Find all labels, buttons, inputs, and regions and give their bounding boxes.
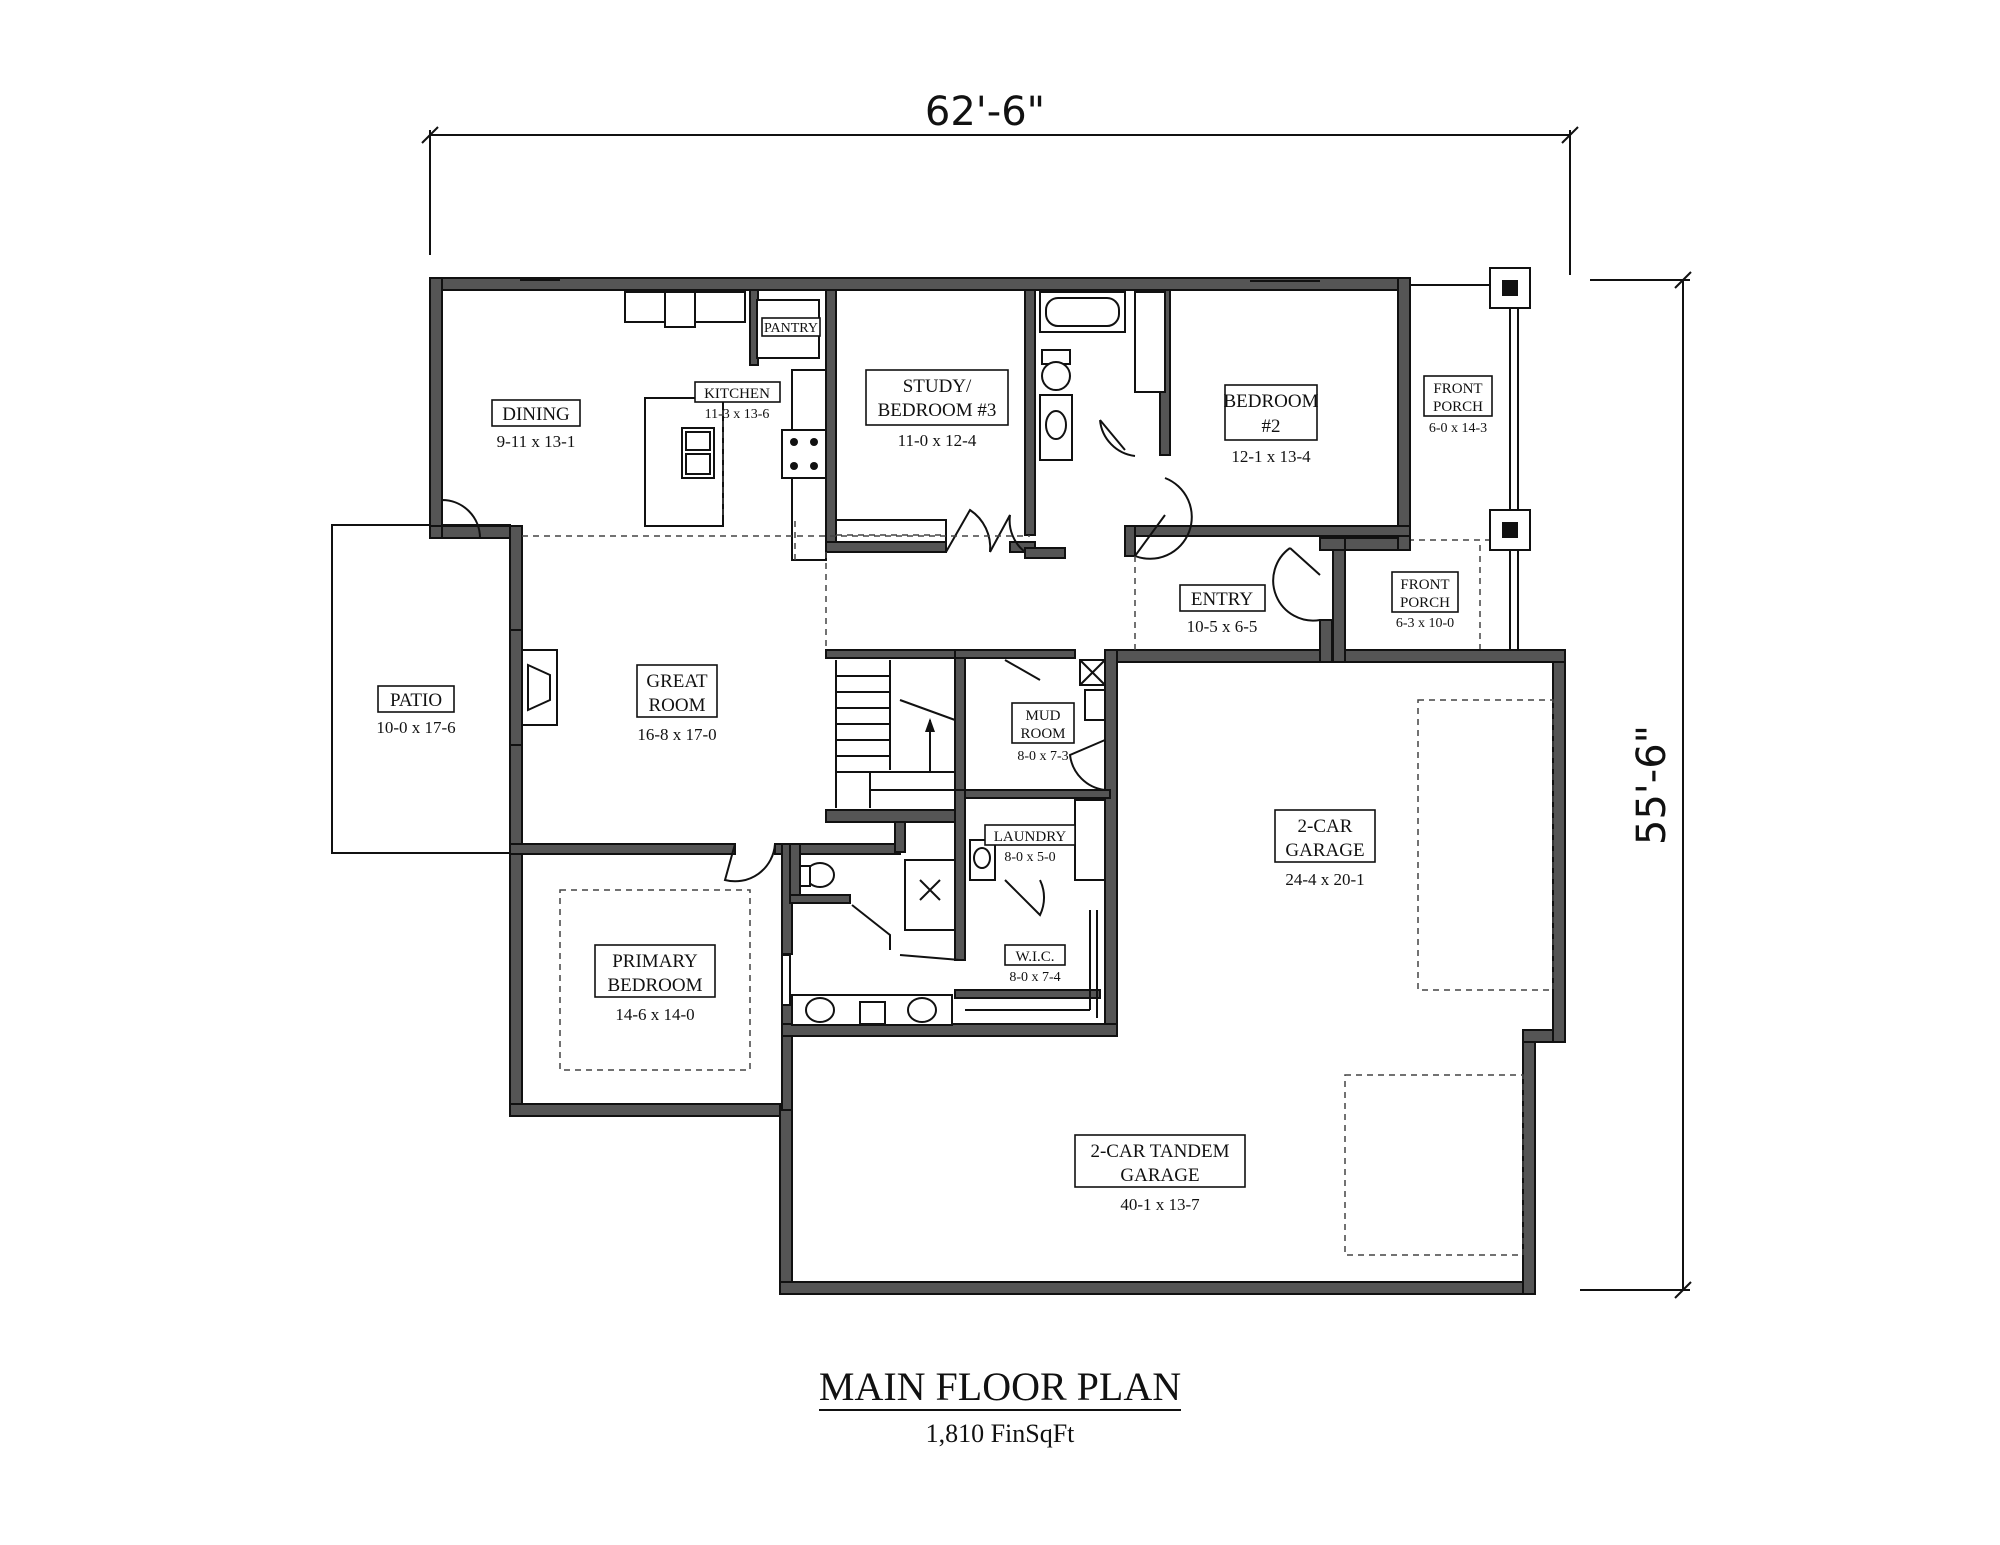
svg-text:#2: #2	[1262, 416, 1281, 437]
svg-text:10-0 x 17-6: 10-0 x 17-6	[376, 718, 455, 737]
svg-text:KITCHEN: KITCHEN	[704, 386, 770, 402]
room-front-porch-2: FRONT PORCH 6-3 x 10-0	[1391, 571, 1459, 631]
svg-text:2-CAR TANDEM: 2-CAR TANDEM	[1090, 1141, 1229, 1162]
room-tandem-garage: 2-CAR TANDEM GARAGE 40-1 x 13-7	[1074, 1134, 1246, 1214]
room-bedroom-2: BEDROOM #2 12-1 x 13-4	[1223, 384, 1319, 466]
plan-subtitle: 1,810 FinSqFt	[925, 1419, 1075, 1448]
room-patio: PATIO 10-0 x 17-6	[376, 685, 456, 737]
depth-dimension: 55'-6"	[1580, 271, 1692, 1299]
room-entry: ENTRY 10-5 x 6-5	[1179, 584, 1266, 636]
svg-text:BEDROOM: BEDROOM	[607, 975, 702, 996]
svg-text:FRONT: FRONT	[1433, 381, 1482, 397]
fixtures	[521, 291, 1166, 1026]
svg-text:BEDROOM #3: BEDROOM #3	[878, 400, 997, 421]
room-wic: W.I.C. 8-0 x 7-4	[1004, 944, 1066, 985]
svg-text:12-1 x 13-4: 12-1 x 13-4	[1231, 447, 1311, 466]
room-laundry: LAUNDRY 8-0 x 5-0	[984, 824, 1076, 865]
svg-text:9-11 x 13-1: 9-11 x 13-1	[497, 432, 576, 451]
stairs	[835, 660, 956, 808]
room-mud-room: MUD ROOM 8-0 x 7-3	[1011, 702, 1075, 764]
svg-text:PRIMARY: PRIMARY	[612, 951, 698, 972]
svg-text:PANTRY: PANTRY	[764, 321, 818, 336]
svg-text:BEDROOM: BEDROOM	[1223, 391, 1318, 412]
svg-text:14-6 x 14-0: 14-6 x 14-0	[615, 1005, 694, 1024]
svg-text:PORCH: PORCH	[1433, 399, 1483, 415]
svg-text:24-4 x 20-1: 24-4 x 20-1	[1285, 870, 1364, 889]
room-great-room: GREAT ROOM 16-8 x 17-0	[636, 664, 718, 744]
doors	[441, 419, 1321, 961]
svg-text:ROOM: ROOM	[648, 695, 705, 716]
svg-text:GARAGE: GARAGE	[1120, 1165, 1199, 1186]
width-dimension: 62'-6"	[421, 89, 1579, 275]
room-pantry: PANTRY	[761, 317, 821, 337]
svg-text:STUDY/: STUDY/	[903, 376, 972, 397]
svg-text:DINING: DINING	[502, 404, 570, 425]
room-primary-bedroom: PRIMARY BEDROOM 14-6 x 14-0	[594, 944, 716, 1024]
svg-text:FRONT: FRONT	[1400, 577, 1449, 593]
svg-text:6-0 x 14-3: 6-0 x 14-3	[1429, 421, 1487, 436]
svg-text:40-1 x 13-7: 40-1 x 13-7	[1120, 1195, 1200, 1214]
svg-text:6-3 x 10-0: 6-3 x 10-0	[1396, 616, 1454, 631]
width-dimension-label: 62'-6"	[925, 89, 1045, 135]
svg-text:W.I.C.: W.I.C.	[1015, 949, 1054, 965]
room-kitchen: KITCHEN 11-3 x 13-6	[694, 381, 781, 422]
svg-text:PORCH: PORCH	[1400, 595, 1450, 611]
depth-dimension-label: 55'-6"	[1629, 725, 1675, 845]
svg-text:LAUNDRY: LAUNDRY	[994, 829, 1067, 845]
svg-text:MUD: MUD	[1025, 708, 1060, 724]
room-dining: DINING 9-11 x 13-1	[491, 399, 581, 451]
svg-text:16-8 x 17-0: 16-8 x 17-0	[637, 725, 716, 744]
svg-text:GARAGE: GARAGE	[1285, 840, 1364, 861]
plan-title-block: MAIN FLOOR PLAN 1,810 FinSqFt	[700, 1365, 1300, 1449]
room-front-porch-1: FRONT PORCH 6-0 x 14-3	[1423, 375, 1493, 436]
svg-text:PATIO: PATIO	[390, 690, 442, 711]
svg-text:11-0 x 12-4: 11-0 x 12-4	[898, 431, 977, 450]
plan-title: MAIN FLOOR PLAN	[818, 1364, 1182, 1411]
interior-walls	[509, 289, 1411, 1111]
svg-text:2-CAR: 2-CAR	[1298, 816, 1353, 837]
windows	[520, 279, 1320, 282]
svg-text:11-3 x 13-6: 11-3 x 13-6	[705, 407, 770, 422]
svg-text:ENTRY: ENTRY	[1191, 589, 1254, 610]
svg-text:8-0 x 7-3: 8-0 x 7-3	[1017, 749, 1068, 764]
svg-text:8-0 x 5-0: 8-0 x 5-0	[1004, 850, 1055, 865]
room-study: STUDY/ BEDROOM #3 11-0 x 12-4	[865, 369, 1009, 450]
room-garage: 2-CAR GARAGE 24-4 x 20-1	[1274, 809, 1376, 889]
svg-text:10-5 x 6-5: 10-5 x 6-5	[1187, 617, 1258, 636]
exterior-walls	[429, 277, 1566, 1295]
dashed-lines	[522, 520, 1554, 1256]
front-porch-outline	[1405, 267, 1531, 650]
svg-text:8-0 x 7-4: 8-0 x 7-4	[1009, 970, 1060, 985]
svg-text:GREAT: GREAT	[646, 671, 708, 692]
svg-text:ROOM: ROOM	[1020, 726, 1065, 742]
